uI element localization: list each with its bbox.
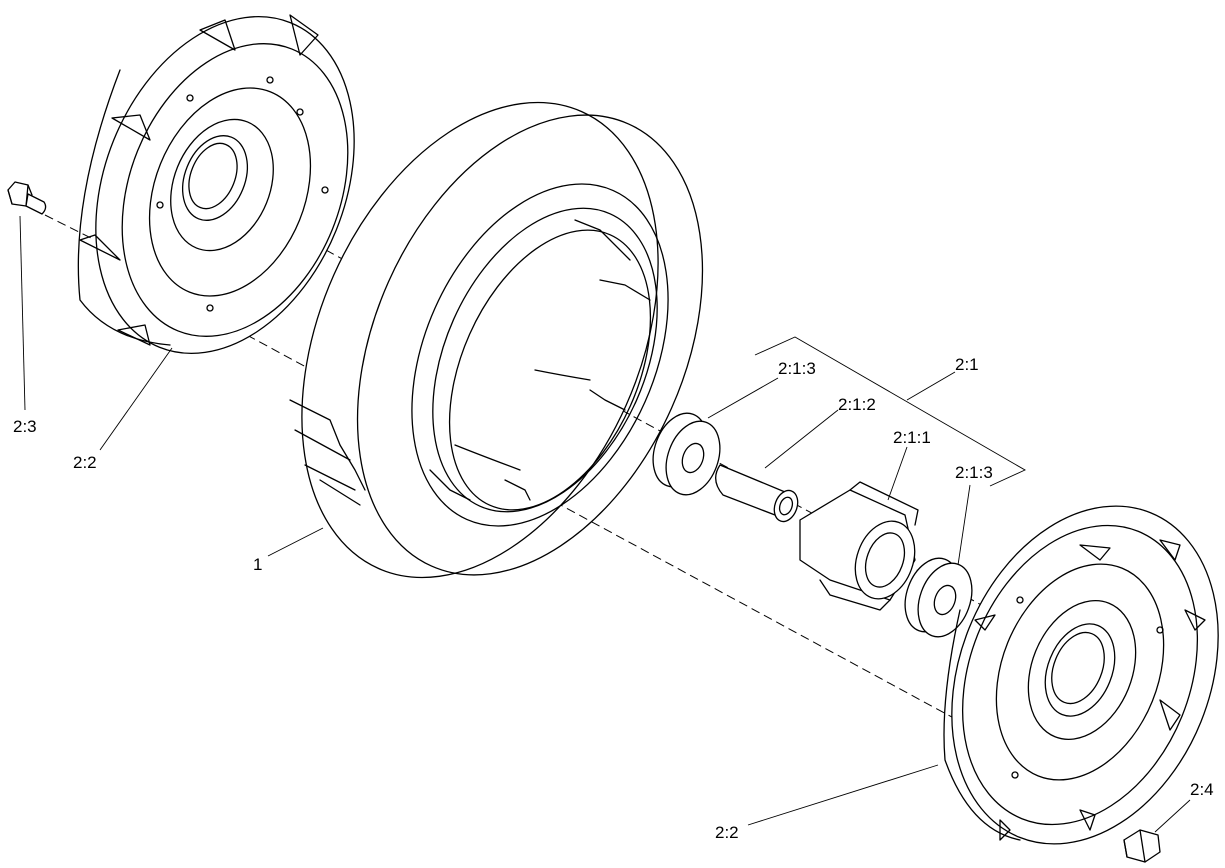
nut (1123, 829, 1161, 863)
callout-nut: 2:4 (1190, 780, 1214, 799)
callout-bearing-left: 2:1:3 (778, 359, 816, 378)
leader-lines (19, 215, 1191, 833)
callout-wheel-half-left: 2:2 (73, 453, 97, 472)
bearing-housing (799, 481, 919, 611)
wheel-half-right (943, 505, 1219, 845)
callout-spacer: 2:1:2 (838, 395, 876, 414)
callout-labels: 2:3 2:2 1 2:1:3 2:1:2 2:1:1 2:1 2:1:3 2:… (13, 355, 1214, 842)
wheel-half-left (77, 14, 355, 355)
callout-bearing-right: 2:1:3 (955, 463, 993, 482)
bearing-left (652, 412, 721, 496)
callout-tire: 1 (253, 555, 262, 574)
callout-bolt: 2:3 (13, 417, 37, 436)
callout-wheel-half-right: 2:2 (715, 823, 739, 842)
callout-bearing-housing: 2:1:1 (893, 428, 931, 447)
spacer (715, 464, 799, 523)
bolt (7, 181, 47, 215)
assembly-bracket (754, 336, 1026, 487)
tire (289, 101, 704, 579)
callout-hub-bearing-assembly: 2:1 (955, 355, 979, 374)
